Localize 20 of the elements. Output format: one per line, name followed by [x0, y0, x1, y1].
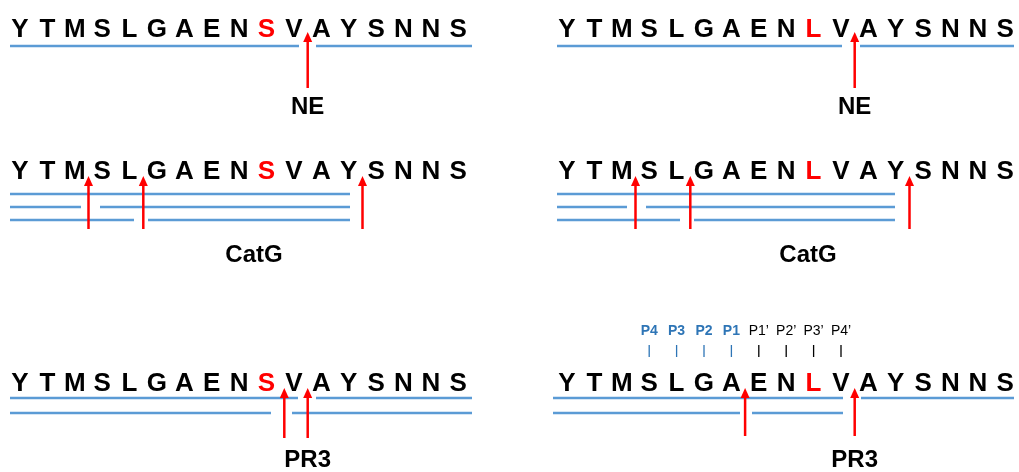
peptide-sequence: Y T M S L G A E N S V A Y S N N S [10, 369, 468, 395]
position-label: P3’ [803, 323, 824, 337]
protease-name: NE [291, 94, 325, 118]
position-label: P1’ [748, 323, 769, 337]
position-label: P3 [668, 323, 686, 337]
position-label: P2 [695, 323, 713, 337]
protease-name: NE [838, 94, 872, 118]
position-label: P2’ [776, 323, 797, 337]
position-label: P1 [722, 323, 740, 337]
protease-name: CatG [225, 242, 283, 266]
protease-name: PR3 [284, 447, 332, 471]
protease-name: PR3 [831, 447, 879, 471]
peptide-sequence: Y T M S L G A E N L V A Y S N N S [557, 157, 1015, 183]
peptide-sequence: Y T M S L G A E N L V A Y S N N S [557, 369, 1015, 395]
peptide-sequence: Y T M S L G A E N L V A Y S N N S [557, 15, 1015, 41]
position-label: P4 [640, 323, 658, 337]
peptide-sequence: Y T M S L G A E N S V A Y S N N S [10, 15, 468, 41]
protease-name: CatG [779, 242, 837, 266]
peptide-sequence: Y T M S L G A E N S V A Y S N N S [10, 157, 468, 183]
position-label: P4’ [830, 323, 852, 337]
